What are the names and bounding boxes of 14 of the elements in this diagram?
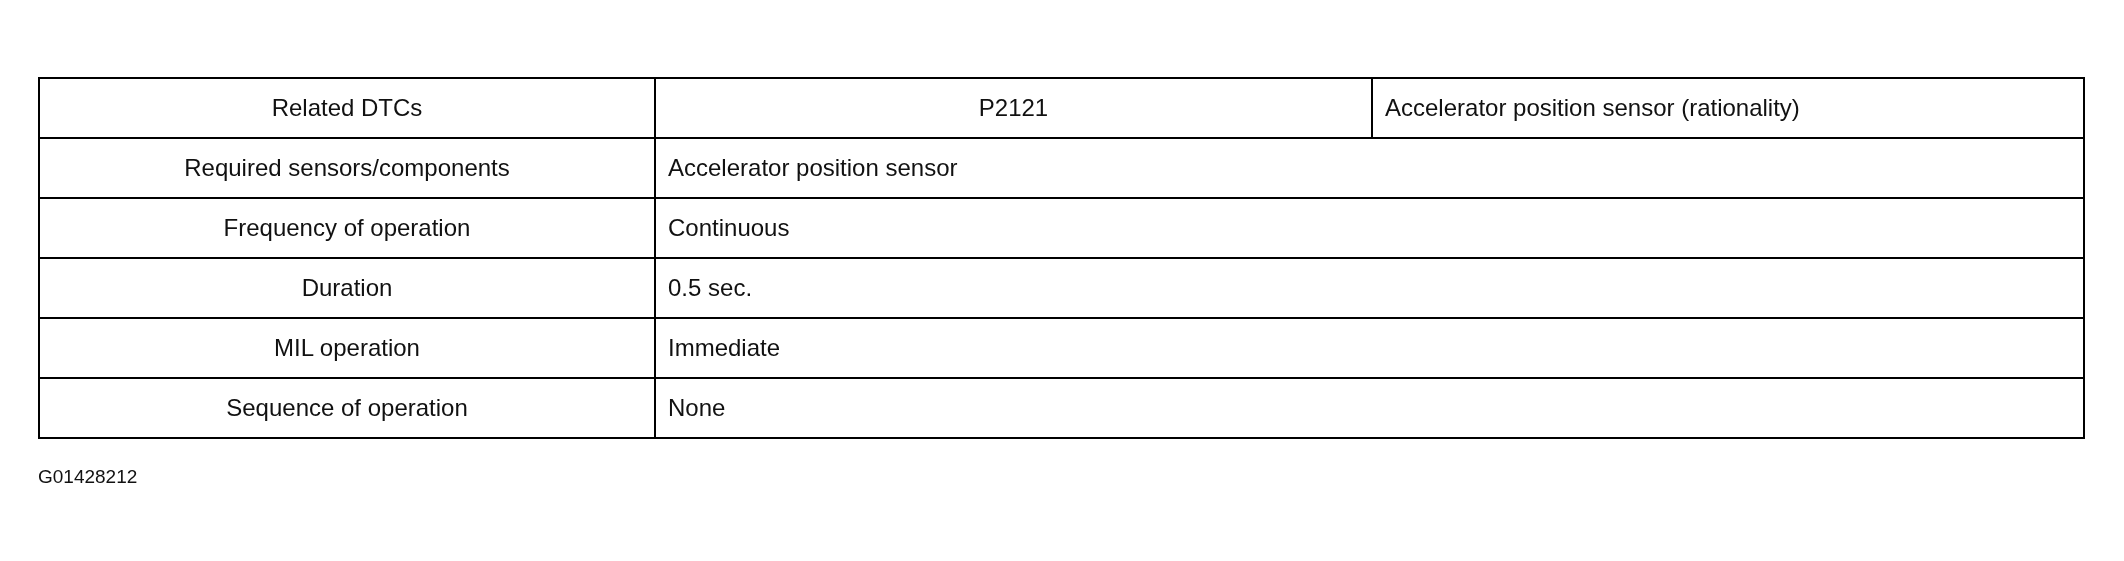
value-cell: 0.5 sec. [655, 258, 2084, 318]
row-header-cell: Related DTCs [39, 78, 655, 138]
value-cell: None [655, 378, 2084, 438]
row-header-cell: Duration [39, 258, 655, 318]
row-header-cell: P2121 [655, 78, 1372, 138]
figure-code: G01428212 [38, 466, 138, 488]
value-cell: Continuous [655, 198, 2084, 258]
value-cell: Immediate [655, 318, 2084, 378]
value-cell: Accelerator position sensor (rationality) [1372, 78, 2084, 138]
value-cell: Accelerator position sensor [655, 138, 2084, 198]
row-header-cell: MIL operation [39, 318, 655, 378]
row-header-cell: Frequency of operation [39, 198, 655, 258]
row-header-cell: Sequence of operation [39, 378, 655, 438]
row-header-cell: Required sensors/components [39, 138, 655, 198]
